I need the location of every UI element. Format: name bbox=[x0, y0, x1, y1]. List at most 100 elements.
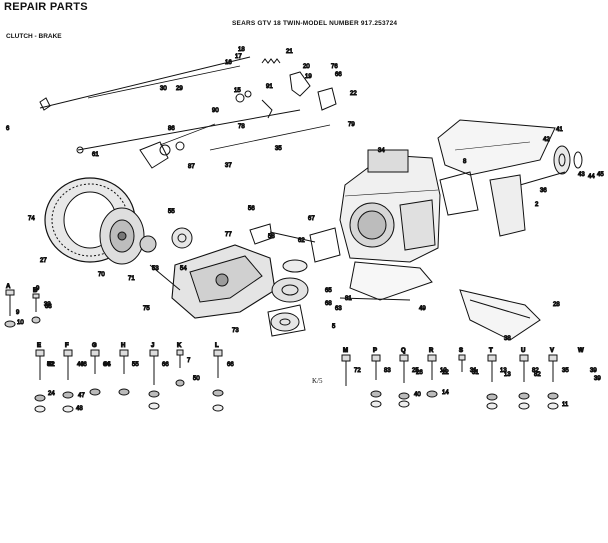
callout-number: 35 bbox=[275, 146, 282, 152]
hardware-part-number: 25 bbox=[412, 368, 419, 374]
hardware-letter: J bbox=[151, 343, 154, 349]
hardware-letter: Q bbox=[401, 348, 406, 354]
wheel-rim bbox=[99, 207, 145, 265]
callout-number: 11 bbox=[562, 402, 569, 408]
callout-number: 26 bbox=[416, 370, 423, 376]
hardware-letter: E bbox=[37, 343, 41, 349]
callout-number: 8 bbox=[463, 159, 467, 165]
page-mark: K/5 bbox=[312, 377, 323, 385]
callout-number: 46 bbox=[80, 362, 87, 368]
callout-number: 75 bbox=[143, 306, 150, 312]
callout-number: 62 bbox=[298, 238, 305, 244]
page-title: REPAIR PARTS bbox=[4, 1, 88, 13]
callout-number: 82 bbox=[534, 372, 541, 378]
spring-part bbox=[261, 58, 281, 64]
callout-number: 71 bbox=[128, 276, 135, 282]
callout-number: 45 bbox=[597, 172, 604, 178]
hardware-part-number: 31 bbox=[470, 368, 477, 374]
callout-number: 63 bbox=[335, 306, 342, 312]
callout-number: 81 bbox=[345, 296, 352, 302]
callout-number: 78 bbox=[238, 124, 245, 130]
hardware-part-number: 66 bbox=[162, 362, 169, 368]
fastener-row-1 bbox=[4, 289, 41, 328]
callout-number: 49 bbox=[419, 306, 426, 312]
callout-number: 22 bbox=[350, 91, 357, 97]
callout-number: 74 bbox=[28, 216, 35, 222]
hardware-letter: T bbox=[489, 348, 493, 354]
hardware-letter: M bbox=[343, 348, 348, 354]
hardware-letter: K bbox=[177, 343, 182, 349]
callout-number: 91 bbox=[266, 84, 273, 90]
lever-assembly bbox=[235, 71, 337, 119]
hardware-letter: U bbox=[521, 348, 525, 354]
hardware-letter: B bbox=[33, 288, 38, 294]
callout-number: 12 bbox=[442, 370, 449, 376]
transaxle bbox=[149, 244, 276, 319]
hardware-part-number: 52 bbox=[47, 362, 54, 368]
callout-number: 24 bbox=[48, 391, 55, 397]
hardware-letter: W bbox=[578, 348, 584, 354]
hardware-letter: A bbox=[6, 284, 11, 290]
fastener-row-2 bbox=[34, 349, 559, 413]
hardware-part-number: 82 bbox=[532, 368, 539, 374]
hardware-letter: L bbox=[215, 343, 219, 349]
callout-number: 33 bbox=[44, 302, 51, 308]
hardware-part-number: 33 bbox=[45, 304, 52, 310]
bracket-arm bbox=[249, 223, 341, 263]
hardware-letter: F bbox=[65, 343, 69, 349]
hardware-letter: R bbox=[429, 348, 434, 354]
callout-number: 19 bbox=[305, 74, 312, 80]
callout-number: 40 bbox=[414, 392, 421, 398]
drive-pulley bbox=[271, 259, 309, 303]
hardware-letter: P bbox=[373, 348, 377, 354]
hardware-letter: S bbox=[459, 348, 463, 354]
callout-number: 44 bbox=[588, 174, 595, 180]
callout-number: 2 bbox=[535, 202, 539, 208]
callout-number: 17 bbox=[235, 54, 242, 60]
callout-number: 47 bbox=[78, 393, 85, 399]
callout-number: 5 bbox=[332, 324, 336, 330]
brake-bracket bbox=[439, 171, 541, 341]
hardware-part-number: 39 bbox=[590, 368, 597, 374]
callout-labels: 21 30 29 18 17 16 20 19 76 66 15 91 22 9… bbox=[6, 47, 605, 413]
callout-number: 56 bbox=[248, 206, 255, 212]
callout-number: 52 bbox=[48, 362, 55, 368]
callout-number: 53 bbox=[152, 266, 159, 272]
hardware-part-number: 64 bbox=[104, 362, 111, 368]
section-label: CLUTCH - BRAKE bbox=[6, 33, 62, 40]
callout-number: 48 bbox=[76, 406, 83, 412]
model-number-heading: SEARS GTV 18 TWIN-MODEL NUMBER 917.25372… bbox=[232, 20, 398, 27]
idler-assembly bbox=[267, 304, 306, 337]
hub-sprocket bbox=[139, 227, 193, 253]
callout-number: 39 bbox=[594, 376, 601, 382]
hardware-part-number: 83 bbox=[384, 368, 391, 374]
callout-number: 42 bbox=[543, 137, 550, 143]
callout-number: 58 bbox=[268, 234, 275, 240]
callout-number: 68 bbox=[325, 301, 332, 307]
hardware-letter: H bbox=[121, 343, 125, 349]
hardware-part-number: 9 bbox=[16, 310, 20, 316]
hardware-part-number: 55 bbox=[132, 362, 139, 368]
hardware-part-number: 7 bbox=[187, 358, 191, 364]
callout-number: 86 bbox=[168, 126, 175, 132]
callout-number: 50 bbox=[193, 376, 200, 382]
callout-number: 64 bbox=[103, 362, 110, 368]
callout-number: 54 bbox=[180, 266, 187, 272]
callout-number: 28 bbox=[553, 302, 560, 308]
deflector-shield bbox=[437, 119, 556, 176]
hardware-part-number: 46 bbox=[77, 362, 84, 368]
callout-number: 41 bbox=[556, 127, 563, 133]
callout-number: 38 bbox=[504, 336, 511, 342]
callout-number: 16 bbox=[225, 60, 232, 66]
callout-number: 15 bbox=[234, 88, 241, 94]
callout-number: 34 bbox=[378, 148, 385, 154]
callout-number: 27 bbox=[40, 258, 47, 264]
engine bbox=[339, 149, 441, 263]
hardware-part-numbers: 9 33 52 46 64 55 66 7 66 72 83 25 12 31 … bbox=[16, 304, 598, 375]
callout-number: 87 bbox=[188, 164, 195, 170]
hardware-part-number: 12 bbox=[440, 368, 447, 374]
hardware-letter: V bbox=[550, 348, 554, 354]
callout-number: 90 bbox=[212, 108, 219, 114]
clutch-linkage bbox=[39, 97, 185, 169]
